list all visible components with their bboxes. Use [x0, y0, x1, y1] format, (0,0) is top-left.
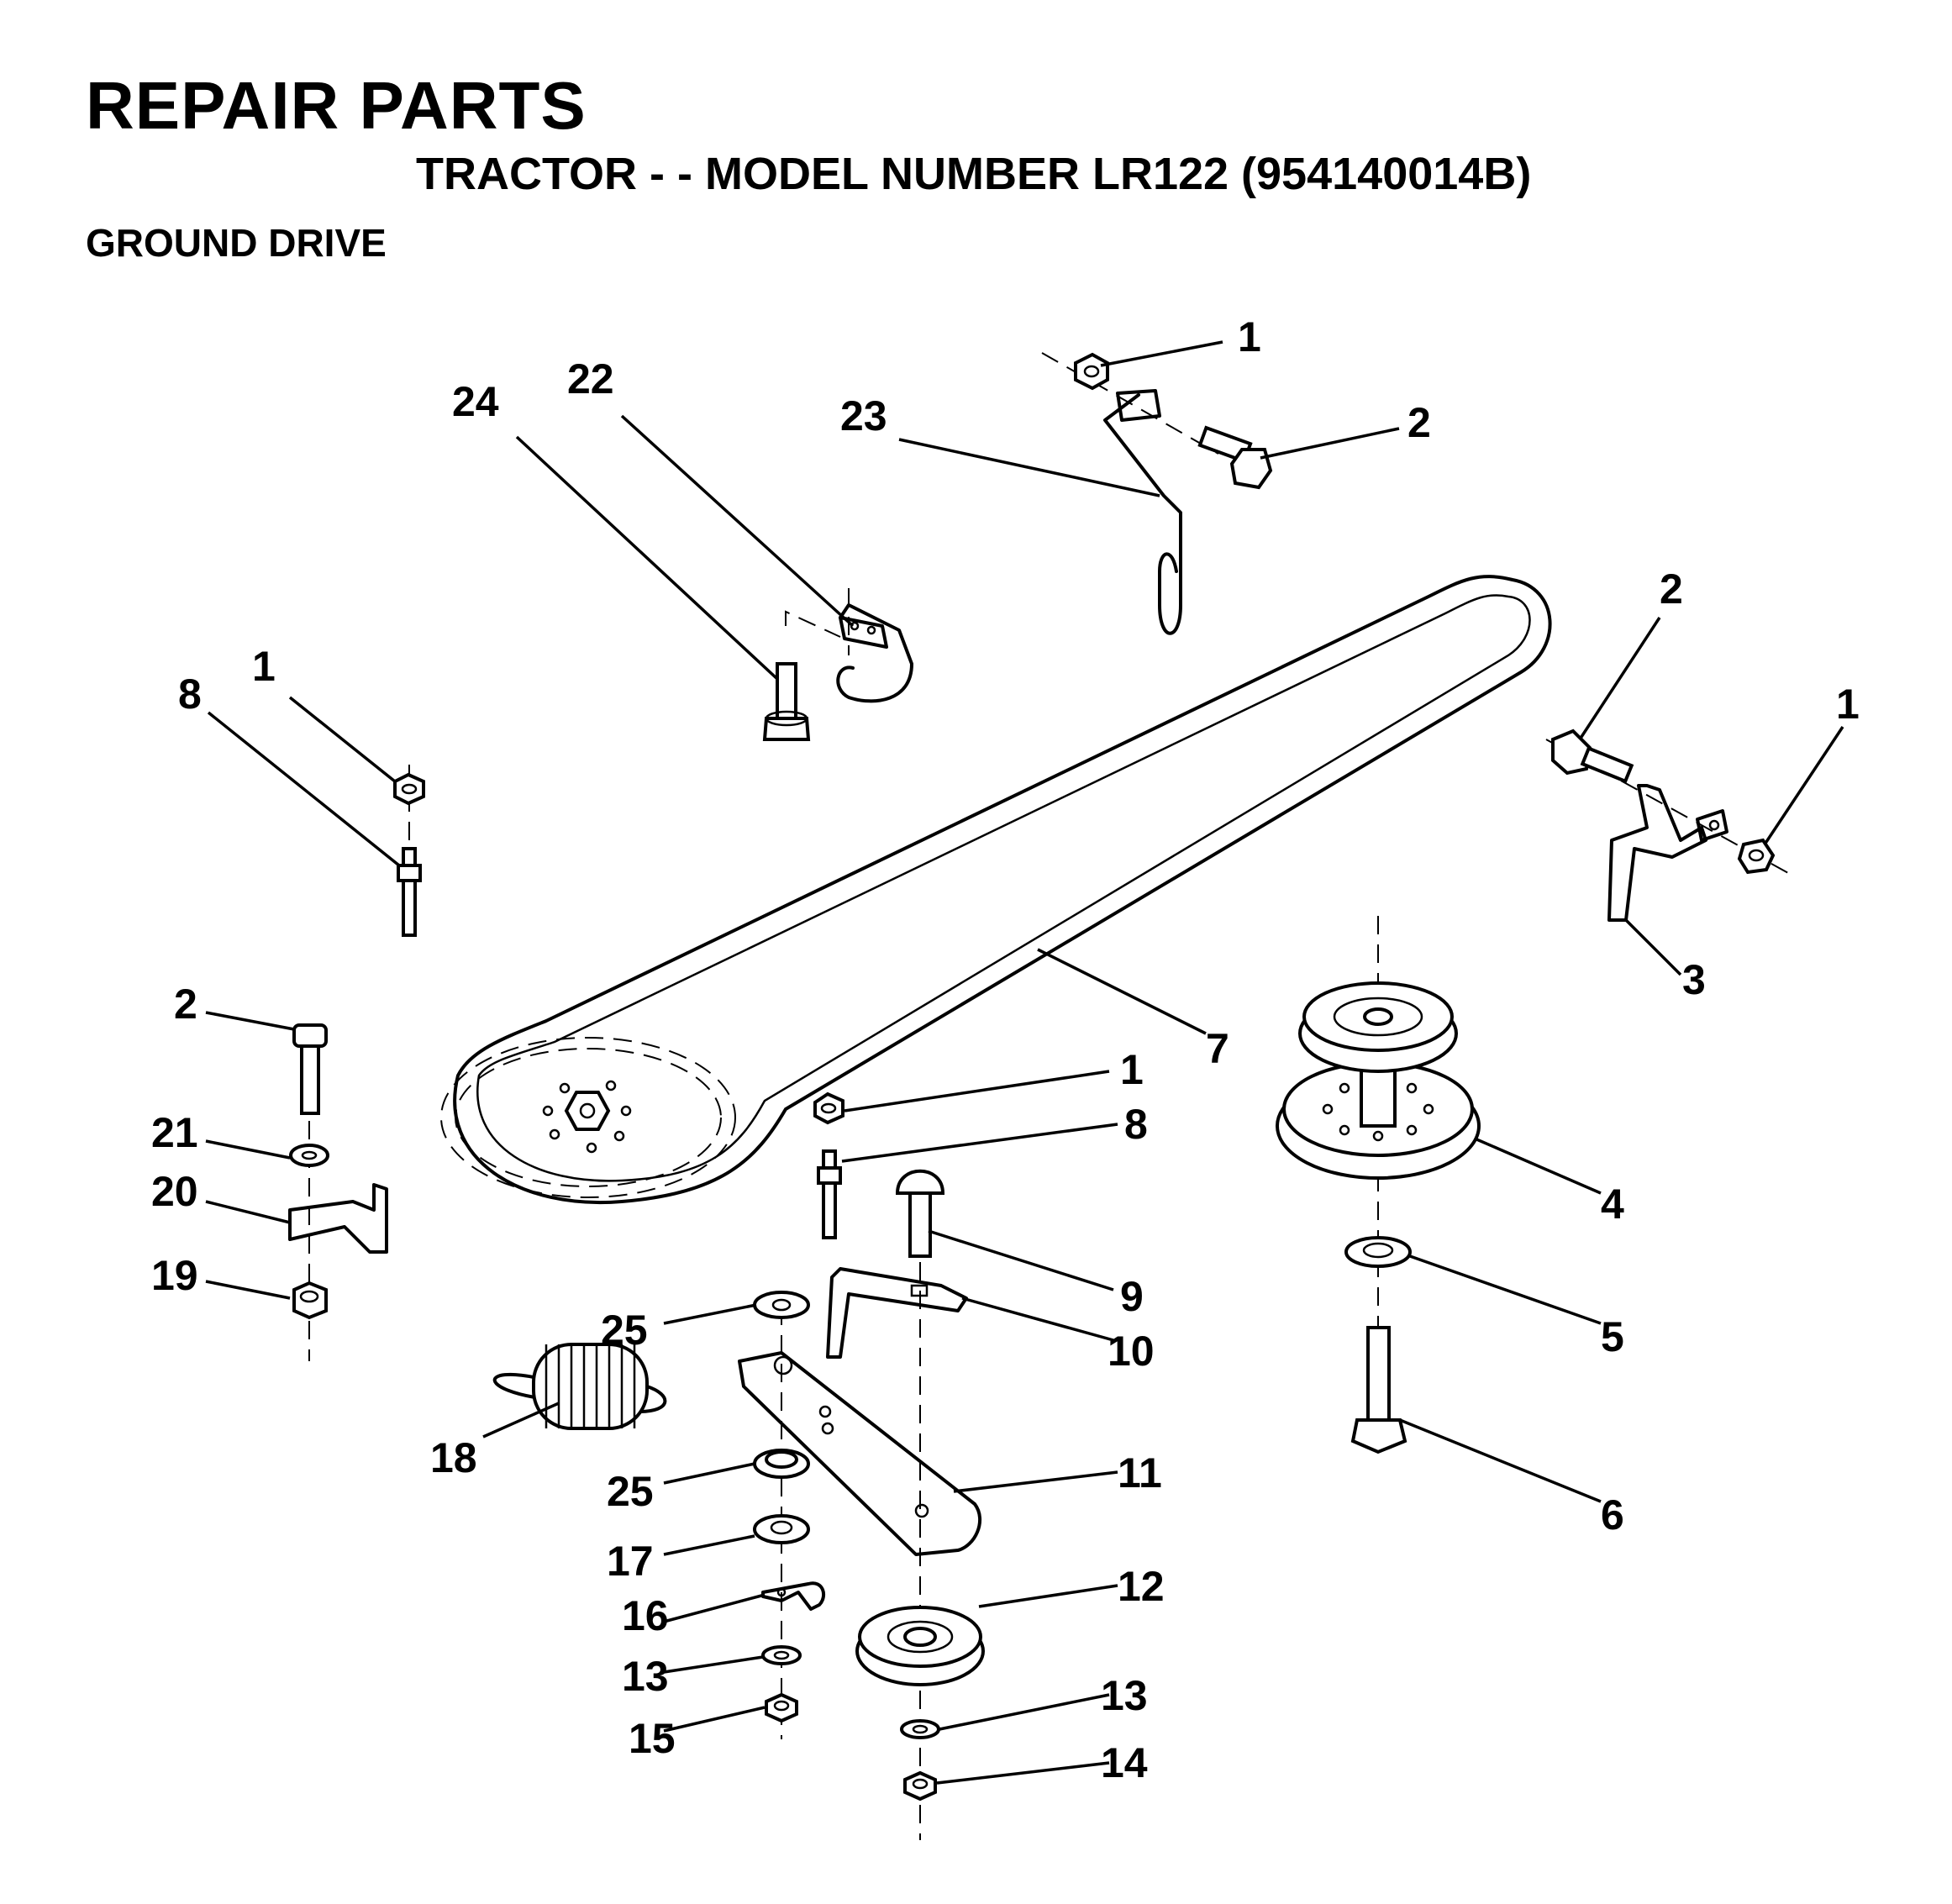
callout-19: 19 [151, 1252, 198, 1299]
callout-1: 1 [1836, 681, 1860, 728]
shoulder-stud-center [813, 1091, 844, 1239]
shoulder-stud-left [393, 765, 425, 937]
hex-bolt-right [1551, 728, 1634, 784]
idler-hardware-stack-right [900, 1719, 940, 1801]
callout-8: 8 [178, 671, 202, 718]
belt-guide-hook [785, 588, 913, 703]
callout-21: 21 [151, 1109, 198, 1156]
idler-hardware-stack-left [753, 1291, 826, 1739]
hex-nut-right [1737, 838, 1776, 875]
callout-10: 10 [1108, 1328, 1155, 1375]
callout-1: 1 [1238, 313, 1261, 360]
callout-6: 6 [1601, 1491, 1624, 1538]
callout-labels: 1 2 23 22 24 2 1 3 1 8 7 2 21 20 19 1 8 … [151, 313, 1860, 1786]
extension-spring [492, 1343, 667, 1430]
callout-8: 8 [1124, 1101, 1148, 1148]
callout-15: 15 [629, 1715, 676, 1762]
callout-14: 14 [1101, 1739, 1148, 1786]
callout-20: 20 [151, 1168, 198, 1215]
callout-2: 2 [1660, 565, 1683, 613]
drive-belt [440, 575, 1552, 1205]
callout-12: 12 [1118, 1563, 1165, 1610]
callout-7: 7 [1206, 1025, 1229, 1072]
idler-assembly [738, 1169, 985, 1840]
callout-22: 22 [567, 355, 614, 402]
callout-leaders [205, 340, 1844, 1785]
callout-18: 18 [430, 1434, 477, 1481]
callout-25: 25 [607, 1468, 654, 1515]
drive-pulley-hub [542, 1080, 632, 1154]
callout-2: 2 [1407, 399, 1431, 446]
callout-11: 11 [1118, 1449, 1162, 1496]
callout-25: 25 [601, 1307, 648, 1354]
callout-24: 24 [452, 378, 499, 425]
callout-17: 17 [607, 1538, 654, 1585]
left-hardware-stack [288, 1023, 388, 1361]
section-heading: GROUND DRIVE [86, 221, 387, 265]
callout-3: 3 [1682, 956, 1706, 1003]
double-pulley-assembly [1276, 916, 1481, 1454]
callout-13: 13 [1101, 1672, 1148, 1719]
model-subtitle: TRACTOR - - MODEL NUMBER LR122 (95414001… [416, 149, 1532, 199]
callout-2: 2 [174, 981, 197, 1028]
callout-4: 4 [1601, 1181, 1624, 1228]
self-tapping-screw [762, 662, 811, 741]
hex-bolt-upper [1197, 425, 1273, 490]
callout-23: 23 [840, 392, 887, 439]
belt-guide-bracket-upper [1041, 352, 1219, 635]
callout-13: 13 [622, 1653, 669, 1700]
callout-5: 5 [1601, 1313, 1624, 1360]
callout-1: 1 [1120, 1046, 1144, 1093]
callout-16: 16 [622, 1592, 669, 1639]
callout-1: 1 [252, 643, 276, 690]
page-title: REPAIR PARTS [86, 68, 587, 143]
callout-9: 9 [1120, 1273, 1144, 1320]
